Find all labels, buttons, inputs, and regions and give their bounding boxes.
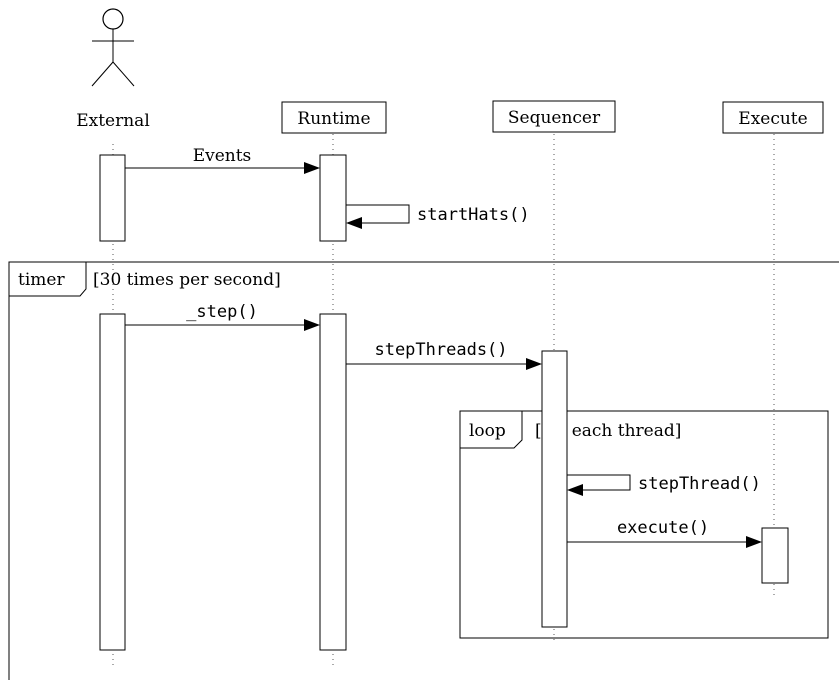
arrowhead-icon: [746, 536, 762, 548]
message-step-thread: stepThread(): [567, 474, 761, 496]
activation-sequencer: [541, 350, 568, 628]
participant-execute: Execute: [722, 101, 824, 134]
participant-runtime: Runtime: [281, 101, 387, 134]
message-step-threads-label: stepThreads(): [374, 340, 507, 360]
message-step-thread-label: stepThread(): [638, 474, 761, 494]
actor-icon: [91, 8, 135, 87]
loop-fragment: loop [for each thread]: [459, 410, 829, 639]
message-execute: execute(): [567, 518, 762, 548]
arrowhead-icon: [526, 358, 542, 370]
loop-fragment-guard: [for each thread]: [535, 421, 681, 441]
participant-execute-label: Execute: [738, 109, 807, 129]
activation-execute: [761, 527, 789, 584]
participant-runtime-label: Runtime: [297, 109, 370, 129]
timer-fragment-keyword: timer: [18, 270, 65, 290]
activation-runtime-1: [319, 154, 347, 242]
participant-sequencer: Sequencer: [492, 100, 616, 133]
timer-fragment: timer [30 times per second]: [8, 261, 839, 680]
arrowhead-icon: [567, 484, 583, 496]
message-execute-label: execute(): [617, 518, 709, 538]
arrowhead-icon: [304, 319, 320, 331]
loop-fragment-keyword: loop: [469, 421, 506, 441]
activation-runtime-2: [319, 313, 347, 651]
message-start-hats: startHats(): [346, 204, 530, 229]
timer-fragment-guard: [30 times per second]: [93, 270, 281, 290]
message-events-label: Events: [193, 146, 252, 166]
activation-external-2: [99, 313, 126, 651]
arrowhead-icon: [346, 217, 362, 229]
activation-external-1: [99, 154, 126, 242]
message-start-hats-label: startHats(): [417, 205, 530, 225]
message-step-threads: stepThreads(): [346, 340, 542, 370]
participant-sequencer-label: Sequencer: [508, 108, 601, 128]
message-step-label: _step(): [186, 302, 258, 322]
arrowhead-icon: [304, 162, 320, 174]
message-events: Events: [125, 146, 320, 174]
message-step: _step(): [125, 302, 320, 331]
actor-label: External: [76, 111, 150, 131]
